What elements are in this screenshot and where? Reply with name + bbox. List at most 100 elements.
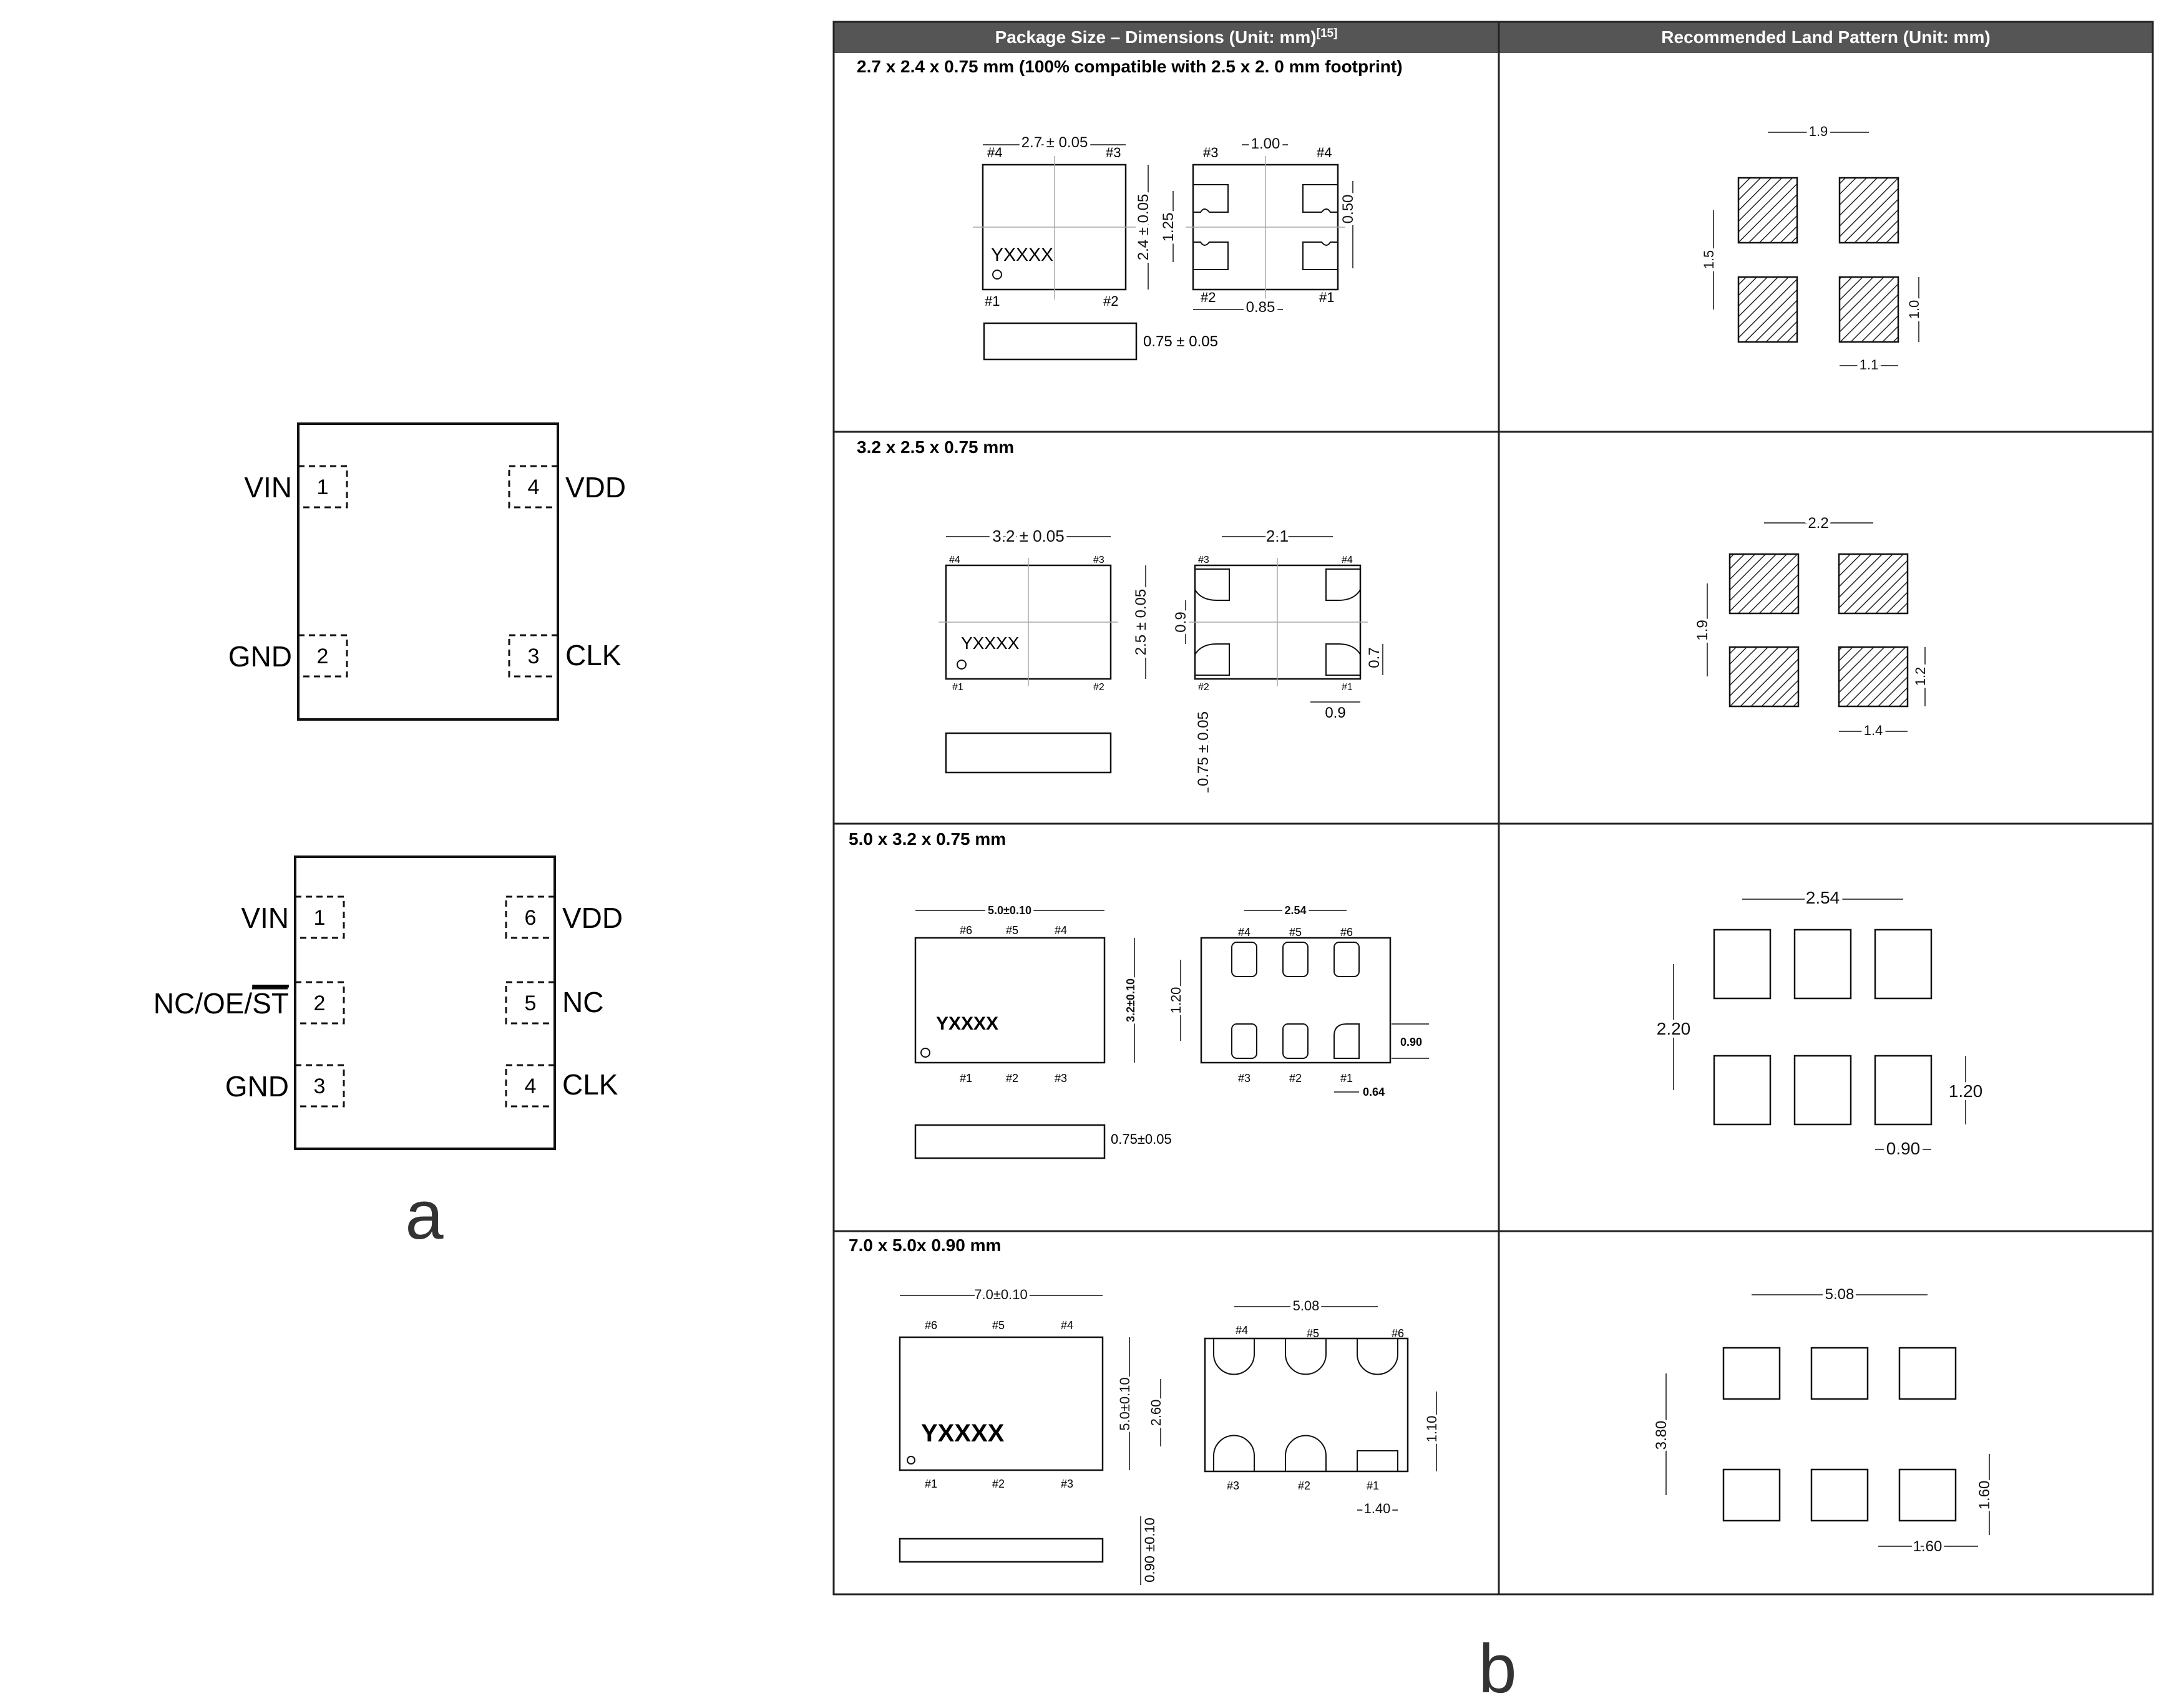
land-pad xyxy=(1898,1468,1957,1522)
land-pitch-x: 2.2 xyxy=(1808,515,1828,532)
package-side-view xyxy=(899,1538,1104,1563)
chip6-pin4-box xyxy=(505,1064,556,1108)
pin-label: #1 xyxy=(1367,1479,1379,1492)
pin-label: #3 xyxy=(1061,1478,1073,1490)
table-header-left: Package Size – Dimensions (Unit: mm)[15] xyxy=(995,27,1338,47)
pin-label: #6 xyxy=(1340,926,1353,938)
pin-label: #2 xyxy=(1298,1479,1310,1492)
dim-width: 7.0±0.10 xyxy=(974,1287,1027,1302)
chip6-pin5-number: 5 xyxy=(525,992,537,1015)
package-marking: YXXXX xyxy=(991,245,1053,265)
chip6-pin3-box xyxy=(294,1064,345,1108)
pin-label: #4 xyxy=(1236,1324,1248,1337)
dim-thickness: 0.90 ±0.10 xyxy=(1142,1518,1158,1582)
land-pad xyxy=(1793,1055,1852,1126)
pin-label: #3 xyxy=(1203,145,1218,160)
dim-pad-pitch-x: 2.54 xyxy=(1284,904,1306,917)
land-pad-width: 0.90 xyxy=(1886,1139,1921,1158)
pin-label: #4 xyxy=(949,555,960,565)
pin1-indicator xyxy=(992,270,1002,280)
pin1-indicator xyxy=(907,1456,915,1465)
table-header-left-text: Package Size – Dimensions (Unit: mm) xyxy=(995,27,1317,47)
pin-label: #2 xyxy=(1289,1072,1302,1085)
chip6-pin1-name: VIN xyxy=(241,902,289,934)
pin-label: #3 xyxy=(1093,555,1104,565)
pin-label: #3 xyxy=(1238,1072,1250,1085)
land-pad-width: 1.4 xyxy=(1864,723,1883,738)
chip6-pin6-box xyxy=(505,895,556,939)
chip6-pin2-number: 2 xyxy=(314,992,326,1015)
package-bottom-view xyxy=(1204,1337,1409,1473)
chip4-pin1-number: 1 xyxy=(317,475,329,499)
land-pad xyxy=(1810,1468,1869,1522)
pin1-indicator xyxy=(920,1048,930,1058)
pin-label: #4 xyxy=(1055,924,1067,937)
chip6-pin5-name: NC xyxy=(562,986,603,1018)
pad-outline xyxy=(1325,568,1361,601)
dim-pad-pitch-x: 5.08 xyxy=(1293,1298,1320,1314)
dim-thickness: 0.75 ± 0.05 xyxy=(1143,333,1218,350)
pin-label: #2 xyxy=(1093,682,1104,693)
pin-label: #2 xyxy=(992,1478,1005,1490)
land-pad xyxy=(1838,276,1899,343)
land-pad-height: 1.20 xyxy=(1949,1081,1983,1101)
dim-width: 3.2 ± 0.05 xyxy=(992,527,1064,545)
pin-label: #4 xyxy=(1238,926,1250,938)
land-pad-height: 1.2 xyxy=(1913,667,1928,686)
dim-pad-pitch-y: 1.20 xyxy=(1168,987,1184,1014)
pin-label: #4 xyxy=(987,145,1002,160)
pad-outline xyxy=(1285,1435,1327,1472)
pad-outline xyxy=(1194,643,1230,676)
chip6-pin2-box xyxy=(294,981,345,1025)
row-title: 5.0 x 3.2 x 0.75 mm xyxy=(849,829,1006,849)
dim-pad-pitch-y: 0.9 xyxy=(1172,612,1189,632)
row-title: 7.0 x 5.0x 0.90 mm xyxy=(849,1236,1001,1255)
pin-label: #4 xyxy=(1061,1319,1073,1332)
pin-label: #1 xyxy=(985,293,1000,309)
chip6-pin2-name-main: NC/OE/ xyxy=(154,987,253,1020)
dim-height: 5.0±0.10 xyxy=(1117,1377,1133,1430)
pad-outline xyxy=(1333,1023,1360,1059)
chip6-pin6-number: 6 xyxy=(525,906,537,930)
pin-label: #5 xyxy=(1289,926,1302,938)
pin-label: #1 xyxy=(925,1478,937,1490)
pin-label: #5 xyxy=(1006,924,1018,937)
panel-b-label: b xyxy=(1478,1630,1516,1706)
pin-label: #6 xyxy=(925,1319,937,1332)
pad-outline xyxy=(1213,1435,1255,1472)
chip6-pin3-name: GND xyxy=(225,1070,289,1103)
pad-outline xyxy=(1231,1023,1257,1059)
package-marking: YXXXX xyxy=(961,633,1020,653)
chip4-pin2-number: 2 xyxy=(317,645,329,668)
pin-label: #6 xyxy=(1392,1327,1404,1340)
pin-label: #5 xyxy=(1307,1327,1319,1340)
row-5p0x3p2: 5.0 x 3.2 x 0.75 mm YXXXX 5.0±0.10 3.2±0… xyxy=(849,829,1986,1161)
land-pad xyxy=(1713,929,1772,1000)
pad-outline xyxy=(1282,1023,1309,1059)
land-pad xyxy=(1838,646,1909,708)
land-pad xyxy=(1722,1347,1781,1400)
table-header-left-reference: [15] xyxy=(1317,27,1338,40)
row-7p0x5p0: 7.0 x 5.0x 0.90 mm YXXXX 7.0±0.10 5.0±0.… xyxy=(849,1236,1996,1585)
pin-label: #3 xyxy=(1198,555,1209,565)
land-pitch-x: 1.9 xyxy=(1809,124,1828,139)
chip6-pin5-box xyxy=(505,981,556,1025)
dim-pad-width: 1.40 xyxy=(1364,1501,1391,1516)
pad-outline xyxy=(1193,241,1229,270)
pin-label: #1 xyxy=(1340,1072,1353,1085)
pin-label: #3 xyxy=(1055,1072,1067,1085)
row-title: 2.7 x 2.4 x 0.75 mm (100% compatible wit… xyxy=(857,57,1403,76)
pin-label: #4 xyxy=(1317,145,1332,160)
dim-pad-height: 0.7 xyxy=(1366,647,1383,668)
pin-label: #2 xyxy=(1103,293,1118,309)
chip4-pin1-name: VIN xyxy=(244,471,292,504)
pad-outline xyxy=(1231,942,1257,977)
pin-label: #1 xyxy=(960,1072,972,1085)
package-marking: YXXXX xyxy=(921,1420,1005,1447)
chip-6pin-body xyxy=(294,855,556,1150)
panel-b: Package Size – Dimensions (Unit: mm)[15]… xyxy=(832,21,2154,1706)
dim-pad-width: 0.64 xyxy=(1363,1086,1385,1098)
pin-label: #4 xyxy=(1342,555,1353,565)
table-header xyxy=(834,22,2153,53)
